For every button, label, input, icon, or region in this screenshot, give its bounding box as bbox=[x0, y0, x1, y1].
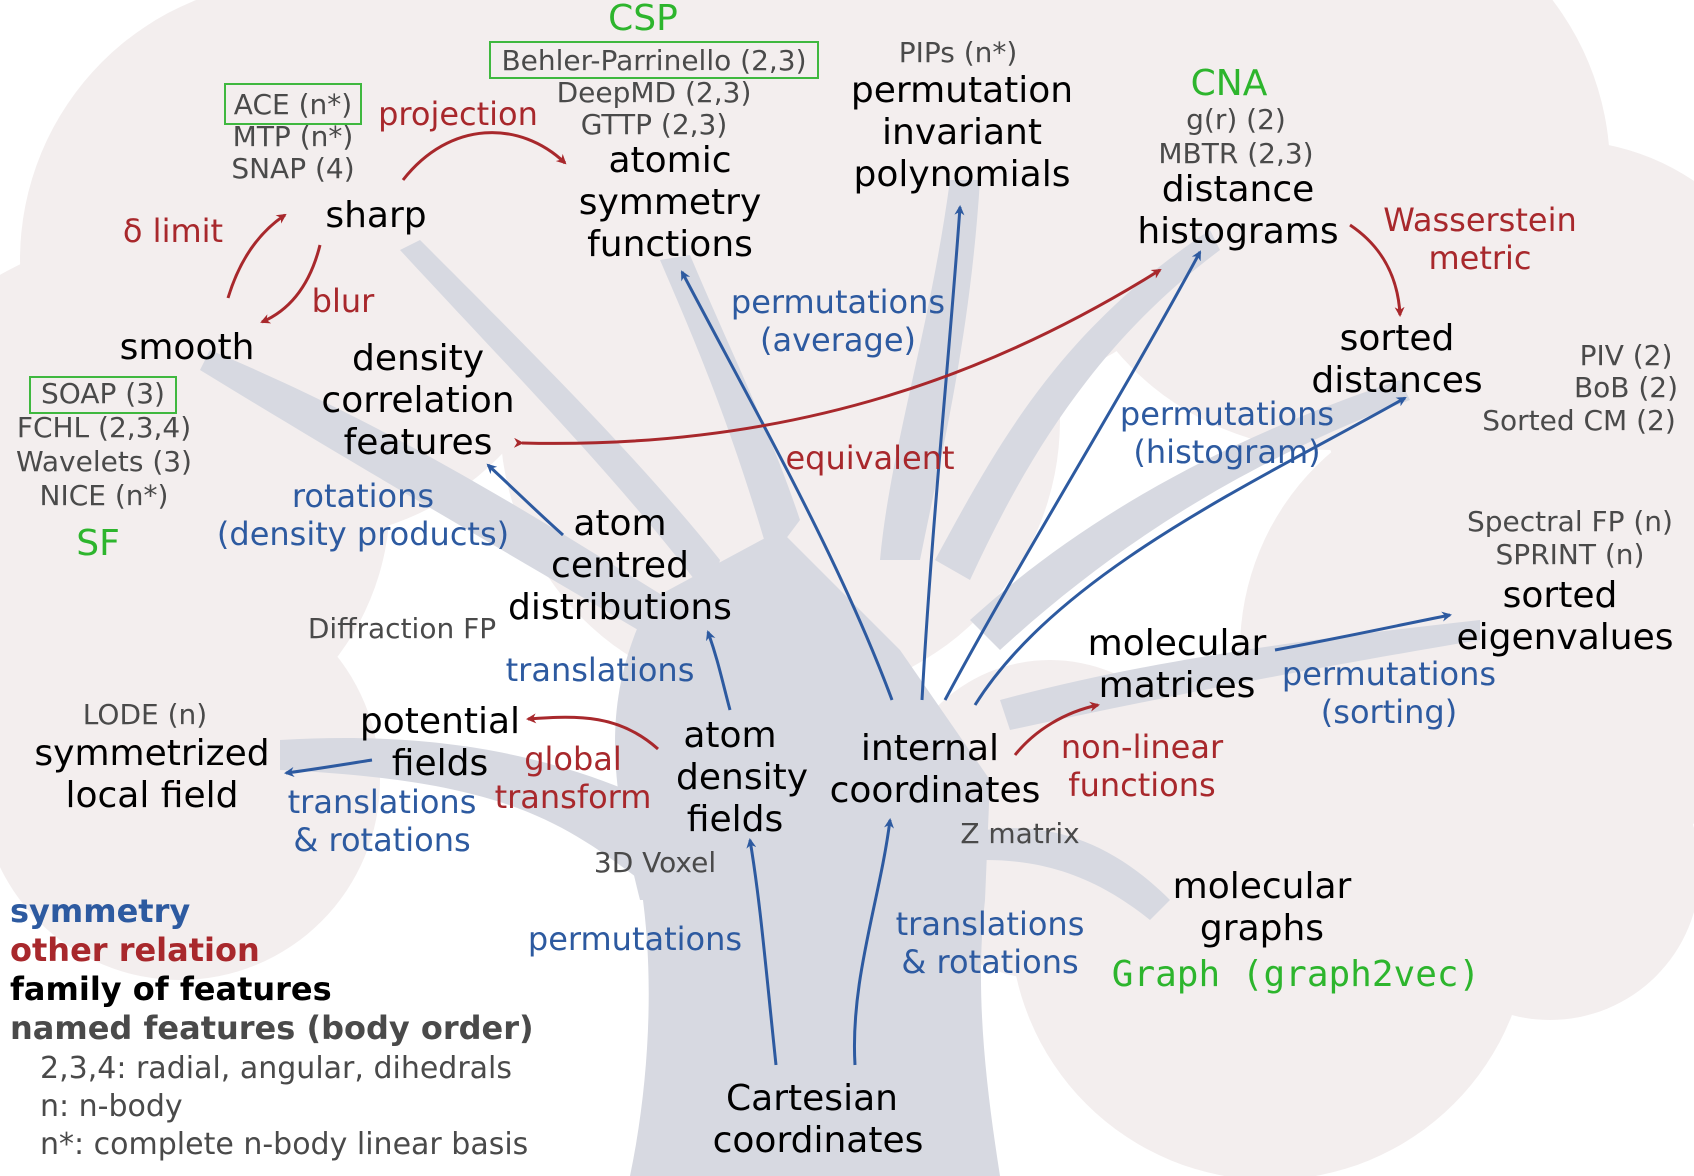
arrow-smooth-to-sharp bbox=[226, 213, 287, 299]
named-diffraction: Diffraction FP bbox=[308, 612, 496, 645]
named-wavelets: Wavelets (3) bbox=[16, 445, 192, 478]
named-behler: Behler-Parrinello (2,3) bbox=[501, 44, 806, 77]
named-fchl: FCHL (2,3,4) bbox=[17, 411, 191, 444]
legend-named: named features (body order) bbox=[10, 1009, 534, 1047]
legend-line1: 2,3,4: radial, angular, dihedrals bbox=[40, 1051, 512, 1086]
named-voxel: 3D Voxel bbox=[594, 846, 716, 879]
category-cna: CNA bbox=[1191, 63, 1268, 104]
named-mbtr: MBTR (2,3) bbox=[1158, 137, 1313, 170]
named-nice: NICE (n*) bbox=[40, 479, 169, 512]
rel-equivalent: equivalent bbox=[785, 439, 954, 477]
named-gr: g(r) (2) bbox=[1186, 103, 1286, 136]
named-spectral: Spectral FP (n) bbox=[1467, 505, 1673, 538]
arrow-cartesian-to-density bbox=[746, 838, 778, 1066]
arrow-internal-to-mm bbox=[1013, 701, 1100, 756]
family-sharp: sharp bbox=[325, 195, 426, 236]
named-gttp: GTTP (2,3) bbox=[581, 108, 728, 141]
sym-perm-histogram: permutations(histogram) bbox=[1120, 395, 1334, 471]
category-csp: CSP bbox=[608, 0, 678, 39]
legend: symmetry other relation family of featur… bbox=[10, 892, 534, 1162]
ace-box bbox=[224, 83, 362, 125]
named-zmatrix: Z matrix bbox=[960, 817, 1079, 850]
category-graph: Graph (graph2vec) bbox=[1112, 954, 1480, 995]
relation-arrows bbox=[226, 131, 1405, 756]
sym-permutations: permutations bbox=[528, 920, 742, 958]
named-mtp: MTP (n*) bbox=[233, 120, 354, 153]
legend-symmetry: symmetry bbox=[10, 892, 190, 930]
category-boxes bbox=[29, 41, 819, 414]
rel-delta: δ limit bbox=[123, 212, 223, 250]
sym-trans-rot-left: translations& rotations bbox=[288, 783, 477, 859]
named-piv: PIV (2) bbox=[1580, 339, 1673, 372]
legend-line3: n*: complete n-body linear basis bbox=[40, 1127, 528, 1162]
sym-trans-rot-bottom: translations& rotations bbox=[896, 905, 1085, 981]
arrow-acd-to-dcf bbox=[486, 463, 564, 537]
sym-perm-average: permutations(average) bbox=[731, 283, 945, 359]
named-feature-labels: ACE (n*) MTP (n*) SNAP (4) Behler-Parrin… bbox=[16, 36, 1678, 879]
sym-perm-sorting: permutations(sorting) bbox=[1282, 655, 1496, 731]
named-deepmd: DeepMD (2,3) bbox=[557, 76, 752, 109]
arrow-dh-dcf-equivalent bbox=[513, 268, 1162, 448]
rel-blur: blur bbox=[312, 282, 375, 320]
legend-line2: n: n-body bbox=[40, 1089, 183, 1124]
named-soap: SOAP (3) bbox=[41, 377, 165, 410]
arrow-density-to-acd bbox=[705, 630, 732, 711]
named-pips: PIPs (n*) bbox=[899, 36, 1018, 69]
named-sorted-cm: Sorted CM (2) bbox=[1482, 404, 1676, 437]
family-smooth: smooth bbox=[120, 327, 255, 368]
category-sf: SF bbox=[76, 523, 120, 564]
category-labels: CSP CNA SF Graph (graph2vec) bbox=[76, 0, 1480, 995]
soap-box bbox=[29, 376, 177, 414]
behler-box bbox=[489, 41, 819, 79]
legend-family: family of features bbox=[10, 970, 332, 1008]
named-sprint: SPRINT (n) bbox=[1496, 538, 1645, 571]
sym-rotations: rotations(density products) bbox=[217, 477, 509, 553]
named-ace: ACE (n*) bbox=[234, 88, 352, 121]
sym-translations: translations bbox=[506, 651, 695, 689]
symmetry-labels: permutations(average) permutations(histo… bbox=[217, 283, 1496, 981]
arrow-sharp-to-asf bbox=[401, 131, 567, 181]
rel-projection: projection bbox=[378, 95, 538, 133]
arrow-cartesian-to-internal bbox=[852, 818, 894, 1066]
named-lode: LODE (n) bbox=[83, 698, 207, 731]
arrow-dh-to-sd bbox=[1349, 223, 1405, 317]
arrow-internal-to-sd bbox=[973, 396, 1407, 706]
named-snap: SNAP (4) bbox=[231, 152, 354, 185]
arrow-internal-to-dh bbox=[943, 250, 1202, 701]
arrow-sharp-to-smooth bbox=[260, 244, 322, 324]
arrow-mm-to-se bbox=[1274, 611, 1452, 652]
arrow-potential-to-symmetrized bbox=[284, 758, 373, 777]
legend-other-relation: other relation bbox=[10, 931, 260, 969]
named-bob: BoB (2) bbox=[1574, 371, 1678, 404]
arrow-density-to-potential bbox=[526, 713, 659, 751]
